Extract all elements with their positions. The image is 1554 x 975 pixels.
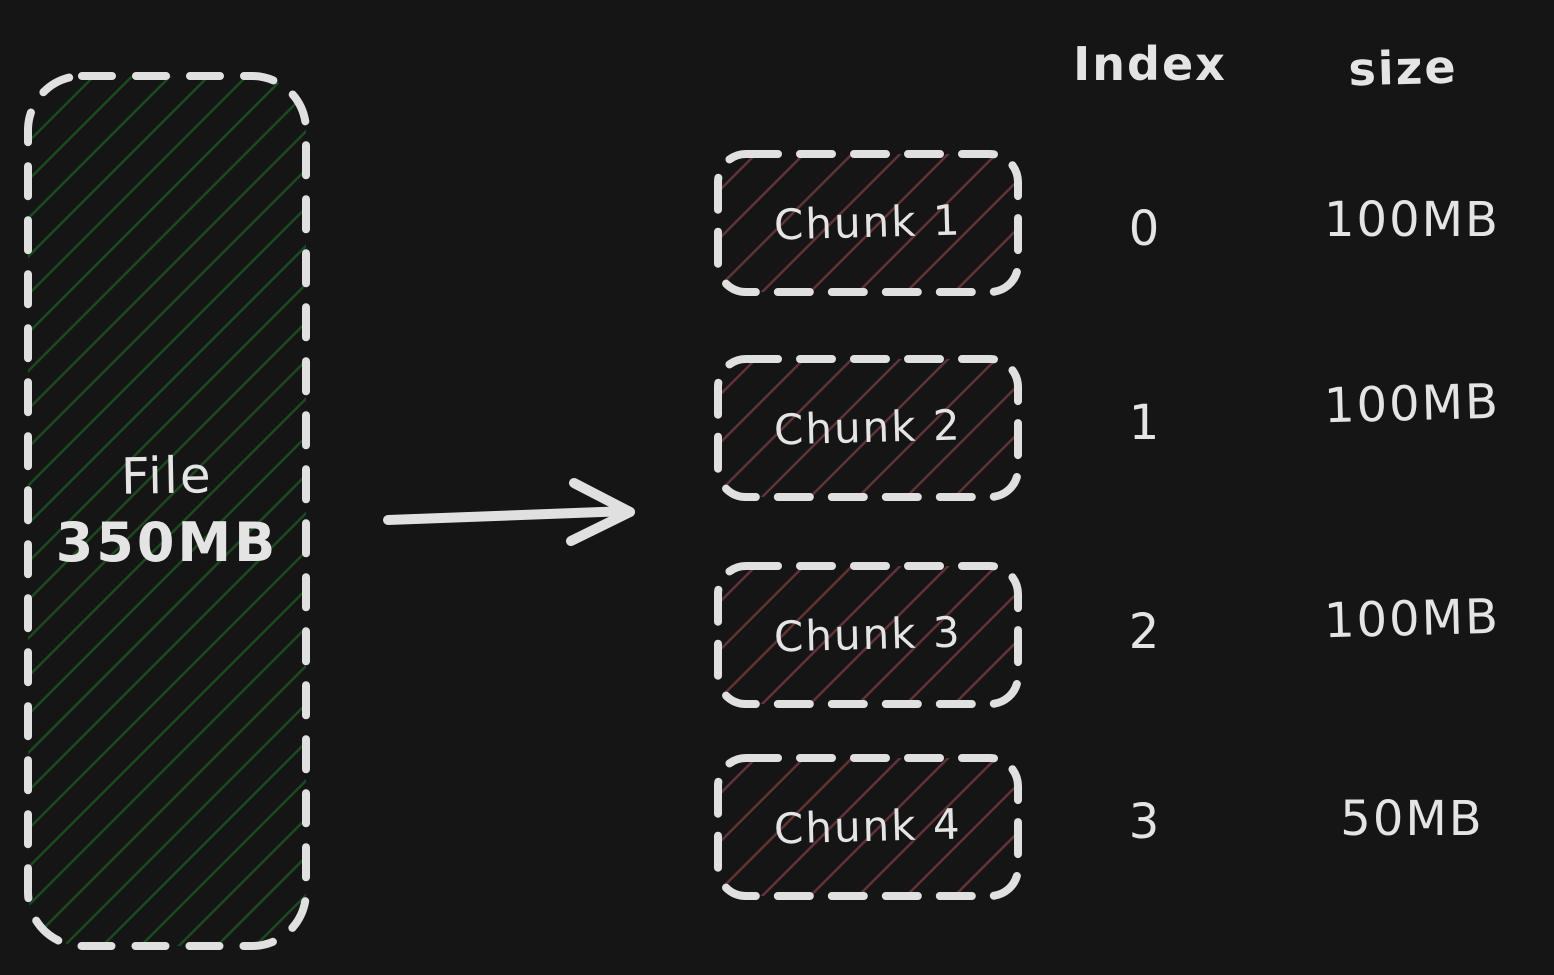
index-column-header: Index xyxy=(1073,37,1227,91)
chunk-1-text: Chunk 1 xyxy=(773,195,963,250)
chunk-box-3 xyxy=(714,562,1022,708)
index-value-row-4: 3 xyxy=(1128,794,1162,850)
chunk-label-1: Chunk 1 xyxy=(712,148,1024,298)
size-column-header: size xyxy=(1347,39,1459,97)
chunk-box-2 xyxy=(714,355,1022,501)
size-value-row-4: 50MB xyxy=(1340,791,1484,847)
index-value-row-3: 2 xyxy=(1128,604,1162,660)
chunk-box-1 xyxy=(714,150,1022,296)
file-size-text: 350MB xyxy=(55,510,279,574)
index-value-row-2: 1 xyxy=(1128,395,1162,451)
size-value-row-2: 100MB xyxy=(1323,373,1501,435)
chunk-4-text: Chunk 4 xyxy=(773,799,963,854)
chunk-label-3: Chunk 3 xyxy=(712,560,1024,710)
size-value-row-1: 100MB xyxy=(1324,192,1500,248)
file-name-text: File xyxy=(120,446,214,506)
file-box xyxy=(24,72,310,950)
chunk-3-text: Chunk 3 xyxy=(773,607,963,662)
chunk-box-4 xyxy=(714,754,1022,900)
size-value-row-3: 100MB xyxy=(1323,588,1501,650)
file-label: File 350MB xyxy=(22,70,312,952)
chunk-2-text: Chunk 2 xyxy=(773,400,963,455)
split-arrow-icon xyxy=(383,478,635,546)
chunk-label-4: Chunk 4 xyxy=(712,752,1024,902)
index-value-row-1: 0 xyxy=(1128,201,1162,257)
chunk-label-2: Chunk 2 xyxy=(712,353,1024,503)
